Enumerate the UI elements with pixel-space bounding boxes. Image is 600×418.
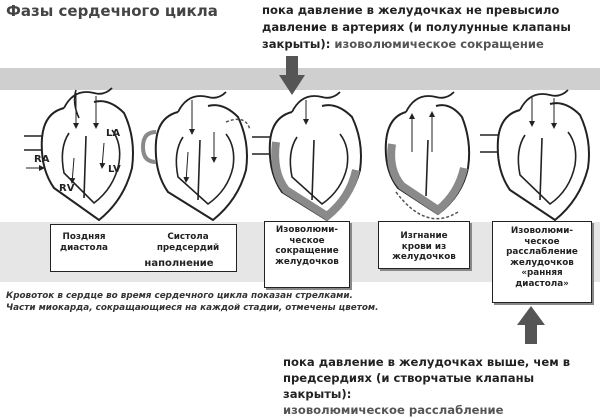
iso-relaxation-line2: ческое: [524, 236, 560, 247]
iso-relaxation-line5: «ранняя: [521, 268, 563, 278]
ejection-line3: желудочков: [392, 252, 456, 262]
isovolumic-contraction-box: [264, 221, 350, 288]
iso-relaxation-line1: Изоволюми-: [510, 226, 574, 236]
bottom-caption: пока давление в желудочках выше, чем в п…: [283, 354, 599, 418]
iso-contraction-line3: сокращение: [275, 246, 339, 256]
top-caption-line2: давление в артериях (и полулунные клапан…: [262, 20, 571, 34]
late-diastole-label: Поздняя диастола: [56, 232, 112, 253]
ejection-line1: Изгнание: [400, 231, 448, 241]
bottom-caption-line2: предсердиях (и створчатые клапаны закрыт…: [283, 371, 535, 401]
heart-cycle-diagram: LA RA LV RV: [24, 56, 590, 344]
ejection-line2: крови из: [401, 241, 447, 252]
iso-relaxation-line6: диастола»: [515, 278, 569, 289]
iso-relaxation-line4: желудочков: [510, 257, 574, 268]
heart-late-diastole: LA RA LV RV: [24, 87, 134, 222]
up-arrow-icon: [517, 306, 545, 344]
iso-contraction-line2: ческое: [289, 235, 325, 246]
heart-isovolumic-relaxation: [480, 89, 590, 222]
filling-box: [50, 224, 237, 272]
top-caption: пока давление в желудочках не превысило …: [262, 2, 598, 53]
label-la: LA: [106, 128, 120, 139]
late-diastole-line1: Поздняя: [62, 232, 106, 242]
isovolumic-relaxation-label: Изоволюми- ческое расслабление желудочко…: [494, 226, 590, 289]
diagram-title: Фазы сердечного цикла: [6, 2, 218, 20]
iso-relaxation-line3: расслабление: [506, 247, 578, 257]
ejection-box: [378, 221, 470, 269]
isovolumic-relaxation-box: [492, 221, 592, 303]
top-caption-line1: пока давление в желудочках не превысило: [262, 3, 560, 17]
down-arrow-icon: [279, 56, 305, 95]
legend-line1: Кровоток в сердце во время сердечного ци…: [6, 291, 353, 301]
top-caption-line3-a: закрыты):: [262, 37, 335, 51]
atrial-systole-line2: предсердий: [156, 242, 220, 253]
label-lv: LV: [108, 164, 121, 175]
top-caption-line3: закрыты): изоволюмическое сокращение: [262, 36, 598, 53]
atrial-systole-line1: Систола: [167, 232, 209, 242]
heart-atrial-systole: [140, 91, 251, 222]
label-rv: RV: [59, 183, 75, 194]
iso-contraction-line4: желудочков: [275, 256, 339, 267]
isovolumic-contraction-label: Изоволюми- ческое сокращение желудочков: [266, 225, 348, 267]
atrial-systole-label: Систола предсердий: [142, 232, 234, 253]
bottom-caption-line3: изоволюмическое расслабление: [283, 403, 504, 417]
label-ra: RA: [34, 154, 50, 165]
bottom-caption-line1: пока давление в желудочках выше, чем в: [283, 355, 571, 369]
heart-ejection: [384, 91, 471, 220]
legend: Кровоток в сердце во время сердечного ци…: [6, 290, 378, 314]
ejection-label: Изгнание крови из желудочков: [380, 231, 468, 263]
top-caption-line3-b: изоволюмическое сокращение: [334, 37, 544, 51]
heart-isovolumic-contraction: [252, 91, 362, 222]
late-diastole-line2: диастола: [60, 242, 108, 253]
iso-contraction-line1: Изоволюми-: [275, 225, 339, 235]
filling-label: наполнение: [144, 258, 214, 269]
legend-line2: Части миокарда, сокращающиеся на каждой …: [6, 303, 379, 313]
